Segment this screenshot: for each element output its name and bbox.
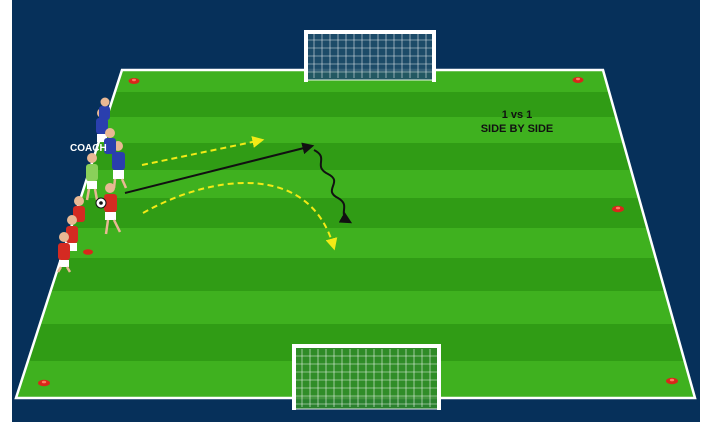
bottom-goal — [294, 346, 439, 410]
blue-player — [99, 98, 110, 121]
cone — [612, 206, 624, 212]
cone — [573, 77, 584, 83]
red-player — [58, 232, 70, 272]
soccer-ball — [96, 198, 106, 208]
cone — [666, 378, 678, 384]
drill-title-line2: SIDE BY SIDE — [481, 123, 554, 135]
white-frame-right — [700, 0, 709, 422]
drill-title-line1: 1 vs 1 — [502, 109, 533, 121]
white-frame — [0, 0, 12, 422]
top-goal — [306, 32, 434, 82]
cone — [38, 380, 50, 386]
cone — [83, 249, 93, 255]
coach-label: COACH — [70, 143, 107, 154]
cone — [129, 78, 140, 84]
